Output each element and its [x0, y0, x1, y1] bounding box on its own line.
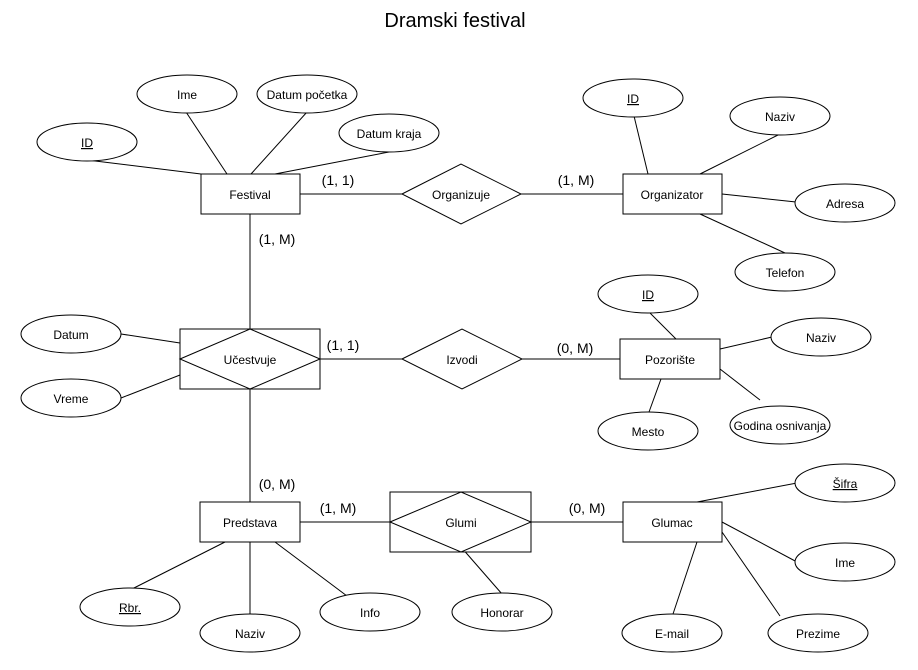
attribute-glumi-honorar[interactable]: Honorar — [451, 592, 553, 632]
attribute-predstava-naziv[interactable]: Naziv — [199, 613, 301, 653]
attribute-ucestvuje-vreme-label: Vreme — [54, 392, 89, 406]
attribute-glumac-sifra-label: Šifra — [833, 476, 858, 491]
attribute-predstava-rbr[interactable]: Rbr. — [79, 587, 181, 627]
attribute-ucestvuje-datum[interactable]: Datum — [20, 314, 122, 354]
attribute-pozoriste-id[interactable]: ID — [597, 274, 699, 314]
attribute-organizator-telefon[interactable]: Telefon — [734, 252, 836, 292]
cardinality-predstava-glumi: (1, M) — [320, 500, 357, 516]
attribute-festival-ime[interactable]: Ime — [136, 74, 238, 114]
cardinality-labels: (1, 1) (1, M) (1, M) (1, 1) (0, M) (0, M… — [259, 172, 606, 516]
entity-festival[interactable]: Festival — [200, 173, 301, 215]
attribute-ucestvuje-vreme[interactable]: Vreme — [20, 378, 122, 418]
relationship-izvodi-label: Izvodi — [446, 353, 477, 367]
attribute-predstava-naziv-label: Naziv — [235, 627, 265, 641]
attribute-glumac-ime[interactable]: Ime — [794, 542, 896, 582]
attribute-festival-datum-pocetka-label: Datum početka — [267, 88, 348, 102]
attribute-pozoriste-mesto-label: Mesto — [632, 425, 665, 439]
entity-pozoriste-label: Pozorište — [645, 353, 695, 367]
associative-entity-glumi-label: Glumi — [445, 516, 476, 530]
entity-organizator-label: Organizator — [641, 188, 704, 202]
attribute-glumi-honorar-label: Honorar — [480, 606, 523, 620]
attribute-glumac-prezime[interactable]: Prezime — [767, 613, 869, 653]
attribute-pozoriste-godina-osnivanja-label: Godina osnivanja — [734, 419, 827, 433]
cardinality-glumi-glumac: (0, M) — [569, 500, 606, 516]
attribute-festival-datum-kraja-label: Datum kraja — [357, 127, 422, 141]
attribute-glumac-email[interactable]: E-mail — [621, 613, 723, 653]
entity-glumac-label: Glumac — [651, 516, 692, 530]
attribute-glumac-email-label: E-mail — [655, 627, 689, 641]
attribute-pozoriste-mesto[interactable]: Mesto — [597, 411, 699, 451]
associative-entity-ucestvuje[interactable]: Učestvuje — [178, 328, 322, 390]
attribute-organizator-adresa[interactable]: Adresa — [794, 183, 896, 223]
attribute-pozoriste-id-label: ID — [642, 288, 654, 302]
attribute-predstava-info-label: Info — [360, 606, 380, 620]
entity-organizator[interactable]: Organizator — [622, 173, 723, 215]
attribute-organizator-telefon-label: Telefon — [766, 266, 805, 280]
attribute-organizator-naziv-label: Naziv — [765, 110, 795, 124]
cardinality-festival-organizuje: (1, 1) — [322, 172, 355, 188]
attribute-festival-datum-kraja[interactable]: Datum kraja — [338, 113, 440, 153]
entity-predstava-label: Predstava — [223, 516, 277, 530]
attribute-festival-id[interactable]: ID — [36, 122, 138, 162]
cardinality-festival-ucestvuje: (1, M) — [259, 231, 296, 247]
cardinality-ucestvuje-izvodi: (1, 1) — [327, 337, 360, 353]
entity-glumac[interactable]: Glumac — [622, 501, 723, 543]
relationship-organizuje-label: Organizuje — [432, 188, 490, 202]
associative-entity-ucestvuje-label: Učestvuje — [224, 353, 277, 367]
cardinality-izvodi-pozoriste: (0, M) — [557, 340, 594, 356]
diagram-title: Dramski festival — [384, 10, 525, 32]
attribute-festival-datum-pocetka[interactable]: Datum početka — [256, 74, 358, 114]
entity-predstava[interactable]: Predstava — [199, 501, 301, 543]
connector-lines — [86, 111, 798, 617]
attribute-glumac-sifra[interactable]: Šifra — [794, 463, 896, 503]
attribute-festival-id-label: ID — [81, 136, 93, 150]
attribute-predstava-info[interactable]: Info — [319, 592, 421, 632]
attribute-organizator-adresa-label: Adresa — [826, 197, 864, 211]
entity-festival-label: Festival — [229, 188, 270, 202]
attribute-pozoriste-naziv[interactable]: Naziv — [770, 317, 872, 357]
attribute-pozoriste-godina-osnivanja[interactable]: Godina osnivanja — [729, 405, 831, 445]
attribute-organizator-naziv[interactable]: Naziv — [729, 96, 831, 136]
cardinality-ucestvuje-predstava: (0, M) — [259, 476, 296, 492]
attribute-predstava-rbr-label: Rbr. — [119, 601, 141, 615]
entity-pozoriste[interactable]: Pozorište — [619, 338, 721, 380]
attribute-organizator-id-label: ID — [627, 92, 639, 106]
attribute-festival-ime-label: Ime — [177, 88, 197, 102]
associative-entity-glumi[interactable]: Glumi — [388, 491, 533, 553]
attribute-glumac-prezime-label: Prezime — [796, 627, 840, 641]
relationship-izvodi[interactable]: Izvodi — [400, 328, 524, 390]
attribute-organizator-id[interactable]: ID — [582, 78, 684, 118]
attribute-pozoriste-naziv-label: Naziv — [806, 331, 836, 345]
relationship-organizuje[interactable]: Organizuje — [400, 163, 523, 225]
cardinality-organizuje-organizator: (1, M) — [558, 172, 595, 188]
attribute-ucestvuje-datum-label: Datum — [53, 328, 88, 342]
attribute-glumac-ime-label: Ime — [835, 556, 855, 570]
